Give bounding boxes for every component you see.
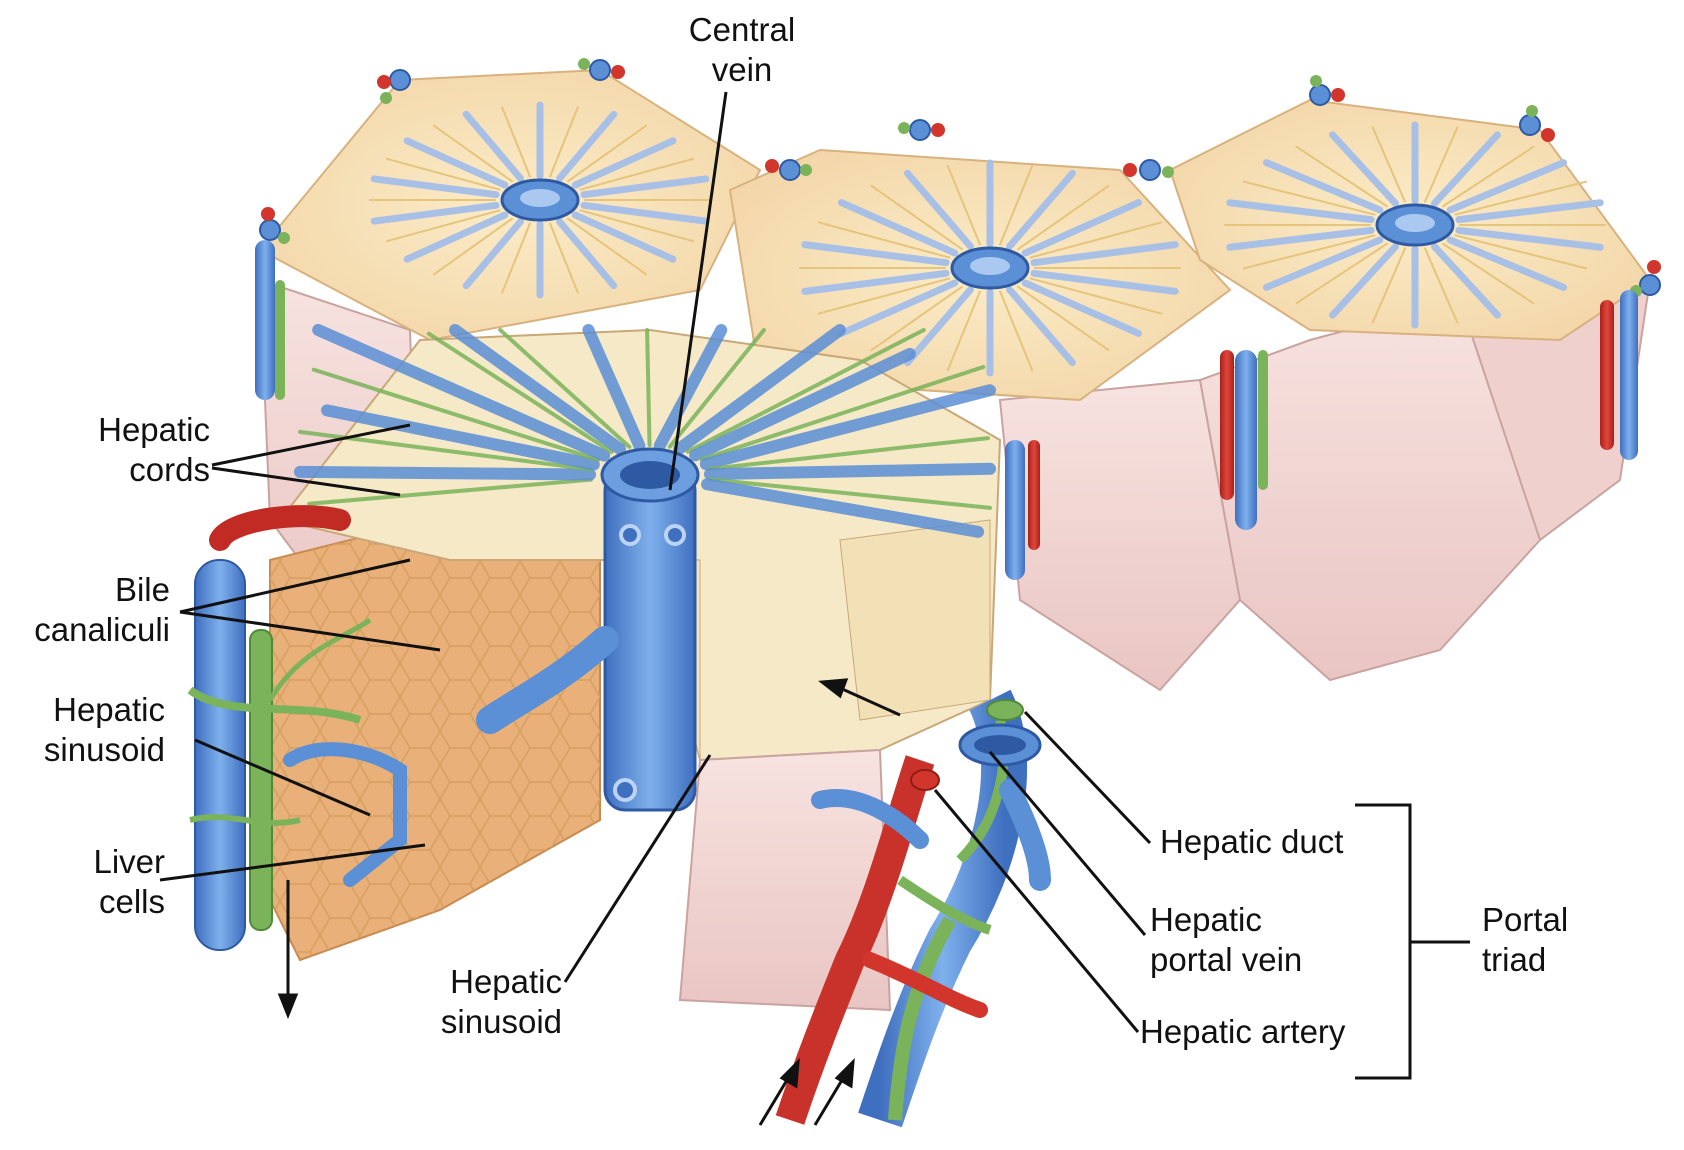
label-hepatic-portal-vein-line2: portal vein: [1150, 940, 1350, 980]
label-bile-canaliculi: Bile canaliculi: [10, 570, 170, 650]
label-portal-triad-line1: Portal: [1482, 900, 1592, 940]
label-hepatic-portal-vein: Hepatic portal vein: [1150, 900, 1350, 980]
label-central-vein: Central vein: [672, 10, 812, 90]
label-hepatic-sinusoid-bottom: Hepatic sinusoid: [400, 962, 562, 1042]
label-hepatic-sinusoid-bottom-line2: sinusoid: [400, 1002, 562, 1042]
label-bile-canaliculi-line1: Bile: [10, 570, 170, 610]
label-hepatic-sinusoid-left-line1: Hepatic: [20, 690, 165, 730]
label-hepatic-sinusoid-left: Hepatic sinusoid: [20, 690, 165, 770]
label-hepatic-cords: Hepatic cords: [70, 410, 210, 490]
label-hepatic-duct: Hepatic duct: [1160, 822, 1360, 862]
label-hepatic-portal-vein-line1: Hepatic: [1150, 900, 1350, 940]
label-bile-canaliculi-line2: canaliculi: [10, 610, 170, 650]
label-hepatic-duct-text: Hepatic duct: [1160, 822, 1360, 862]
label-hepatic-cords-line2: cords: [70, 450, 210, 490]
label-liver-cells: Liver cells: [20, 842, 165, 922]
label-hepatic-artery-text: Hepatic artery: [1140, 1012, 1370, 1052]
label-liver-cells-line2: cells: [20, 882, 165, 922]
cord-stripe: [710, 469, 990, 474]
label-central-vein-line1: Central: [672, 10, 812, 50]
label-hepatic-sinusoid-bottom-line1: Hepatic: [400, 962, 562, 1002]
label-hepatic-sinusoid-left-line2: sinusoid: [20, 730, 165, 770]
label-hepatic-artery: Hepatic artery: [1140, 1012, 1370, 1052]
cord-stripe: [647, 330, 649, 445]
label-portal-triad-line2: triad: [1482, 940, 1592, 980]
label-hepatic-cords-line1: Hepatic: [70, 410, 210, 450]
cord-stripe: [300, 472, 590, 475]
label-central-vein-line2: vein: [672, 50, 812, 90]
label-portal-triad: Portal triad: [1482, 900, 1592, 980]
label-liver-cells-line1: Liver: [20, 842, 165, 882]
